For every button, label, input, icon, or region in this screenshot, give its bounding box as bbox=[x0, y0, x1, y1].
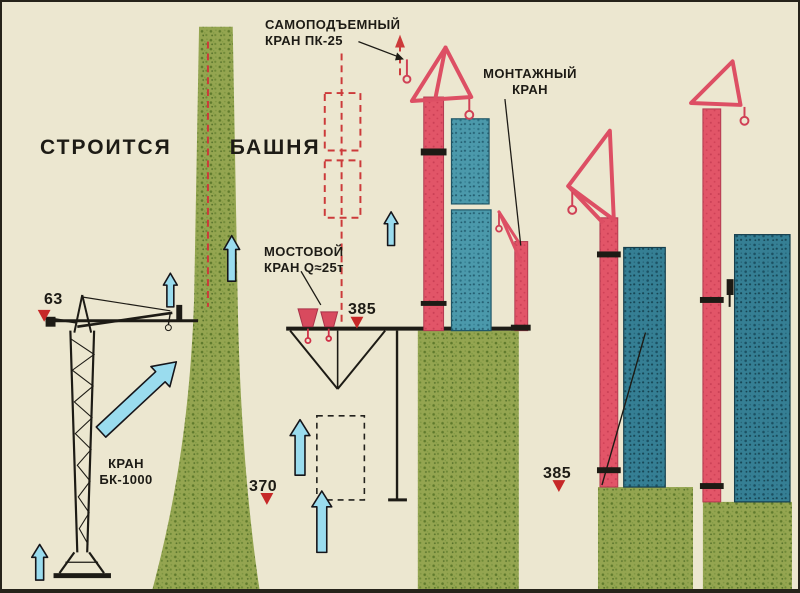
elevation-marker-icon bbox=[260, 492, 274, 505]
lift-arrow-icon bbox=[30, 543, 49, 581]
elevation-marker-icon bbox=[552, 480, 566, 492]
crane-hook-icon bbox=[739, 106, 750, 126]
lift-direction-arrows bbox=[30, 211, 399, 581]
elevation-63-label: 63 bbox=[44, 291, 63, 308]
label-self-lifting-crane-line1: САМОПОДЪЕМНЫЙ bbox=[265, 17, 401, 32]
crane-hook-icon bbox=[402, 59, 475, 120]
label-leader-lines bbox=[300, 40, 522, 306]
elevation-385-center-label: 385 bbox=[348, 301, 377, 318]
bridge-crane-trolleys bbox=[297, 308, 339, 328]
hoist-cable bbox=[601, 332, 647, 486]
elevation-370-label: 370 bbox=[249, 478, 278, 495]
page-title-word2: БАШНЯ bbox=[229, 136, 321, 159]
jacking-bracket bbox=[176, 304, 183, 321]
label-self-lifting-crane-line2: КРАН ПК-25 bbox=[265, 32, 343, 48]
tower-steel-sections-center bbox=[450, 118, 492, 332]
label-bridge-crane: МОСТОВОЙ КРАН Q≈25т bbox=[264, 244, 344, 275]
label-assembly-crane-line1: МОНТАЖНЫЙ bbox=[483, 66, 577, 81]
label-tower-crane-bk1000: КРАН БК-1000 bbox=[90, 456, 162, 487]
tower-leg-green bbox=[152, 26, 260, 589]
page-title: СТРОИТСЯ БАШНЯ bbox=[40, 136, 321, 160]
future-position-box bbox=[316, 414, 366, 501]
concrete-base-center bbox=[417, 330, 519, 589]
leader-arrowhead-icon bbox=[395, 52, 404, 61]
lift-arrow-icon bbox=[162, 272, 179, 308]
self-lifting-crane-pk25 bbox=[402, 45, 475, 332]
lift-arrow-icon bbox=[383, 211, 399, 247]
assembly-crane bbox=[495, 210, 531, 332]
lift-arrow-icon bbox=[311, 490, 333, 554]
label-tower-crane-bk1000-line2: БК-1000 bbox=[99, 471, 153, 487]
dashed-arrowhead-icon bbox=[395, 34, 405, 48]
lift-arrow-icon bbox=[95, 361, 178, 438]
construction-stage-2 bbox=[566, 128, 694, 589]
label-tower-crane-bk1000-line1: КРАН bbox=[108, 456, 144, 471]
construction-stage-3 bbox=[689, 59, 792, 589]
trolley-hook-icon bbox=[304, 328, 332, 345]
elevation-markers bbox=[37, 309, 566, 505]
label-bridge-crane-line1: МОСТОВОЙ bbox=[264, 244, 344, 259]
page-title-word1: СТРОИТСЯ bbox=[40, 136, 172, 159]
label-bridge-crane-line2: КРАН Q≈25т bbox=[264, 259, 344, 275]
lift-arrow-icon bbox=[223, 234, 241, 282]
movement-dashed-lines bbox=[206, 41, 401, 325]
label-self-lifting-crane: САМОПОДЪЕМНЫЙ КРАН ПК-25 bbox=[265, 17, 400, 48]
crane-hook-icon bbox=[567, 192, 578, 215]
elevation-385-right-label: 385 bbox=[543, 465, 572, 482]
crane-bk1000 bbox=[45, 294, 173, 579]
elevation-marker-icon bbox=[350, 316, 364, 329]
label-assembly-crane: МОНТАЖНЫЙ КРАН bbox=[476, 66, 584, 97]
label-assembly-crane-line2: КРАН bbox=[512, 81, 548, 97]
elevation-marker-icon bbox=[37, 309, 51, 322]
crane-hook-icon bbox=[495, 213, 503, 233]
lift-arrow-icon bbox=[289, 418, 311, 476]
